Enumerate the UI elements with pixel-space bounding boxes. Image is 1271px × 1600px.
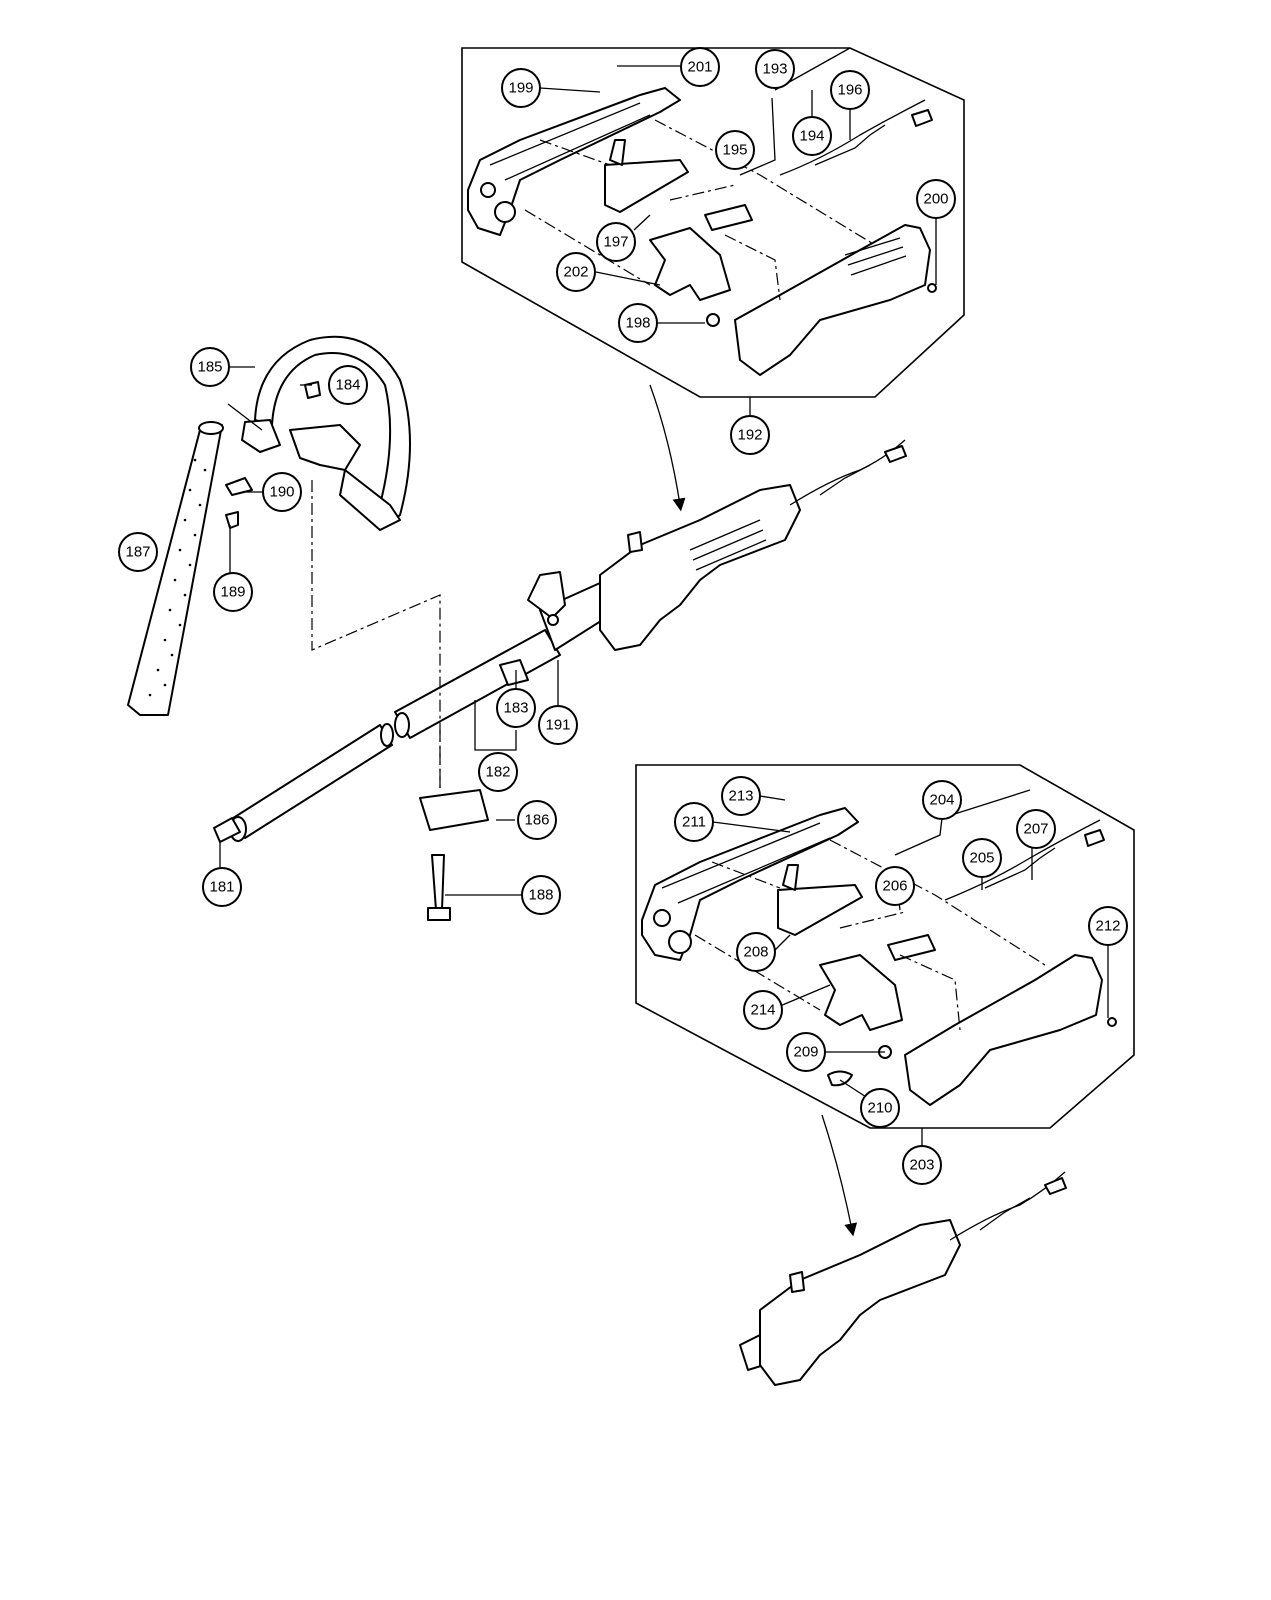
callout-183: 183 bbox=[496, 688, 536, 728]
svg-text:213: 213 bbox=[728, 788, 753, 805]
callout-188: 188 bbox=[521, 875, 561, 915]
callout-205: 205 bbox=[962, 838, 1002, 878]
callout-193: 193 bbox=[755, 49, 795, 89]
svg-text:210: 210 bbox=[867, 1100, 892, 1117]
svg-text:189: 189 bbox=[220, 584, 245, 601]
callout-190: 190 bbox=[262, 472, 302, 512]
callout-184: 184 bbox=[328, 365, 368, 405]
upper-kit-leaders bbox=[524, 47, 937, 415]
svg-text:206: 206 bbox=[882, 878, 907, 895]
svg-text:195: 195 bbox=[722, 142, 747, 159]
callout-208: 208 bbox=[736, 932, 776, 972]
lower-kit-frame bbox=[635, 764, 1135, 1129]
callout-195: 195 bbox=[715, 130, 755, 170]
callout-187: 187 bbox=[118, 532, 158, 572]
callout-214: 214 bbox=[743, 990, 783, 1030]
callout-202: 202 bbox=[556, 252, 596, 292]
svg-text:214: 214 bbox=[750, 1002, 775, 1019]
callout-196: 196 bbox=[830, 70, 870, 110]
svg-text:194: 194 bbox=[799, 128, 824, 145]
lower-handle-assembly bbox=[641, 807, 1117, 1106]
svg-text:183: 183 bbox=[503, 700, 528, 717]
svg-text:205: 205 bbox=[969, 850, 994, 867]
callout-210: 210 bbox=[860, 1088, 900, 1128]
svg-text:209: 209 bbox=[793, 1044, 818, 1061]
main-leaders bbox=[127, 366, 858, 1237]
svg-text:181: 181 bbox=[209, 879, 234, 896]
svg-text:188: 188 bbox=[528, 887, 553, 904]
callout-189: 189 bbox=[213, 572, 253, 612]
callout-213: 213 bbox=[721, 776, 761, 816]
svg-text:198: 198 bbox=[625, 315, 650, 332]
svg-text:201: 201 bbox=[687, 59, 712, 76]
svg-text:208: 208 bbox=[743, 944, 768, 961]
svg-text:197: 197 bbox=[603, 234, 628, 251]
svg-text:204: 204 bbox=[929, 792, 954, 809]
callout-204: 204 bbox=[922, 780, 962, 820]
svg-text:193: 193 bbox=[762, 61, 787, 78]
svg-text:192: 192 bbox=[737, 427, 762, 444]
svg-text:196: 196 bbox=[837, 82, 862, 99]
callout-200: 200 bbox=[916, 179, 956, 219]
callout-197: 197 bbox=[596, 222, 636, 262]
main-handle-assembly bbox=[527, 439, 907, 651]
callout-212: 212 bbox=[1088, 906, 1128, 946]
loop-handle bbox=[225, 335, 411, 531]
shaft-tubes bbox=[213, 629, 561, 843]
svg-text:211: 211 bbox=[682, 814, 706, 831]
callout-185: 185 bbox=[190, 347, 230, 387]
callout-186: 186 bbox=[517, 800, 557, 840]
svg-text:200: 200 bbox=[923, 191, 948, 208]
upper-handle-assembly bbox=[467, 87, 937, 376]
callout-207: 207 bbox=[1016, 809, 1056, 849]
callout-181: 181 bbox=[202, 867, 242, 907]
upper-kit-frame bbox=[461, 47, 965, 398]
callout-209: 209 bbox=[786, 1032, 826, 1072]
svg-text:207: 207 bbox=[1023, 821, 1048, 838]
grip-dots bbox=[148, 458, 207, 697]
svg-text:190: 190 bbox=[269, 484, 294, 501]
callout-211: 211 bbox=[674, 802, 714, 842]
callout-191: 191 bbox=[538, 705, 578, 745]
handle-clamp-parts bbox=[419, 789, 489, 921]
callout-201: 201 bbox=[680, 47, 720, 87]
svg-text:212: 212 bbox=[1095, 918, 1120, 935]
svg-text:185: 185 bbox=[197, 359, 222, 376]
callout-199: 199 bbox=[501, 68, 541, 108]
svg-text:203: 203 bbox=[909, 1157, 934, 1174]
svg-text:202: 202 bbox=[563, 264, 588, 281]
svg-text:199: 199 bbox=[508, 80, 533, 97]
svg-text:182: 182 bbox=[485, 764, 510, 781]
callout-206: 206 bbox=[875, 866, 915, 906]
grip-sleeve bbox=[127, 421, 224, 716]
lower-assembly-result bbox=[739, 1171, 1067, 1386]
svg-text:184: 184 bbox=[335, 377, 360, 394]
callout-182: 182 bbox=[478, 752, 518, 792]
svg-text:186: 186 bbox=[524, 812, 549, 829]
callout-198: 198 bbox=[618, 303, 658, 343]
svg-text:187: 187 bbox=[125, 544, 150, 561]
callout-192: 192 bbox=[730, 415, 770, 455]
svg-text:191: 191 bbox=[545, 717, 570, 734]
callout-194: 194 bbox=[792, 116, 832, 156]
callout-203: 203 bbox=[902, 1145, 942, 1185]
